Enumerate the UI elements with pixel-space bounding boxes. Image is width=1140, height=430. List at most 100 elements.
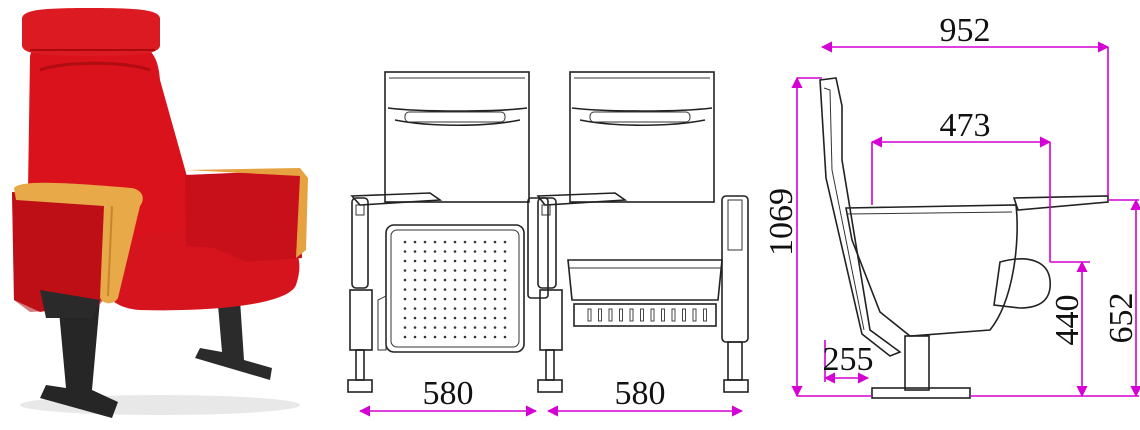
perforation-dot <box>493 240 497 244</box>
perforation-dot <box>473 307 477 310</box>
perforation-dot <box>493 297 497 301</box>
perforation-dot <box>463 250 467 253</box>
seat-slot <box>661 308 665 322</box>
perforation-dot <box>443 316 447 320</box>
height-overall-label: 1069 <box>763 188 800 256</box>
perforation-dot <box>453 307 457 310</box>
perforation-dot <box>483 335 487 339</box>
perforation-dot <box>463 269 467 272</box>
perforation-dot <box>443 335 447 339</box>
front-view-chair-left <box>347 71 549 393</box>
perforation-dot <box>473 250 477 253</box>
perforation-dot <box>453 259 457 263</box>
perforation-dot <box>413 297 417 301</box>
perforation-dot <box>483 259 487 263</box>
perforation-dot <box>403 297 407 301</box>
perforation-dot <box>473 288 477 291</box>
perforation-dot <box>473 297 477 301</box>
width-right-label: 580 <box>615 375 666 412</box>
perforation-dot <box>423 316 427 320</box>
width-left-label: 580 <box>423 375 474 412</box>
perforation-dot <box>493 250 497 253</box>
perforation-dot <box>443 259 447 263</box>
perforation-dot <box>433 316 437 320</box>
perforation-dot <box>463 307 467 310</box>
perforation-dot <box>453 316 457 320</box>
perforation-dot <box>423 297 427 301</box>
perforation-dot <box>423 278 427 282</box>
perforation-dot <box>503 269 507 272</box>
perforation-dot <box>453 335 457 339</box>
front-width-dimension: 580 580 <box>358 375 744 417</box>
perforation-dot <box>473 259 477 263</box>
perforation-dot <box>503 278 507 282</box>
perforation-dot <box>403 269 407 272</box>
perforation-dot <box>503 297 507 301</box>
perforation-dot <box>413 240 417 244</box>
perforation-dot <box>443 250 447 253</box>
perforation-dot <box>453 288 457 291</box>
perforation-dot <box>503 259 507 263</box>
perforation-dot <box>473 269 477 272</box>
perforation-dot <box>463 288 467 291</box>
perforation-dot <box>403 316 407 320</box>
perforation-dot <box>433 288 437 291</box>
perforation-dot <box>493 307 497 310</box>
seat-slot <box>629 308 634 322</box>
perforation-dot <box>423 288 427 291</box>
seat-slot <box>671 308 676 322</box>
perforation-dot <box>453 269 457 272</box>
perforation-dot <box>483 288 487 291</box>
perforation-dot <box>423 335 427 339</box>
perforation-dot <box>433 326 437 329</box>
perforation-dot <box>413 316 417 320</box>
perforation-dot <box>483 326 487 329</box>
front-view-chair-right <box>536 71 749 393</box>
side-backrest <box>819 77 902 357</box>
perforation-dot <box>443 278 447 282</box>
perforation-dot <box>433 240 437 244</box>
perforation-dot <box>443 326 447 329</box>
seat-slot <box>650 308 655 322</box>
perforation-dot <box>493 326 497 329</box>
perforation-dot <box>443 240 447 244</box>
perforation-dot <box>453 250 457 253</box>
perforation-dot <box>493 269 497 272</box>
perforation-dot <box>483 240 487 244</box>
chair-headrest <box>22 8 160 56</box>
perforation-dot <box>403 250 407 253</box>
perforation-dot <box>413 326 417 329</box>
perforation-dot <box>413 278 417 282</box>
perforation-dot <box>503 307 507 310</box>
front-view-drawing: 580 580 <box>347 71 749 417</box>
perforation-dot <box>493 335 497 339</box>
perforation-dot <box>413 335 417 339</box>
perforation-dot <box>433 307 437 310</box>
perforation-dot <box>423 269 427 272</box>
perforation-dot <box>503 240 507 244</box>
chair-armrest-right <box>185 170 302 262</box>
perforation-dot <box>463 326 467 329</box>
perforation-dot <box>443 307 447 310</box>
armrest-height-label: 652 <box>1103 293 1140 344</box>
perforation-dot <box>433 335 437 339</box>
perforation-dot <box>443 269 447 272</box>
seat-slot <box>703 308 707 322</box>
seat-height-label: 440 <box>1049 295 1086 346</box>
perforation-dot <box>443 297 447 301</box>
perforation-dot <box>473 316 477 320</box>
perforation-dot <box>483 269 487 272</box>
base-offset-label: 255 <box>823 341 874 378</box>
seat-slot <box>682 308 686 322</box>
perforation-dot <box>493 288 497 291</box>
perforation-dot <box>503 288 507 291</box>
perforation-dot <box>473 326 477 329</box>
perforation-dot <box>423 259 427 263</box>
perforation-dot <box>433 259 437 263</box>
side-tablet <box>1012 195 1109 211</box>
perforation-dot <box>503 316 507 320</box>
perforation-dot <box>483 316 487 320</box>
perforation-dot <box>453 278 457 282</box>
perforation-dot <box>433 278 437 282</box>
